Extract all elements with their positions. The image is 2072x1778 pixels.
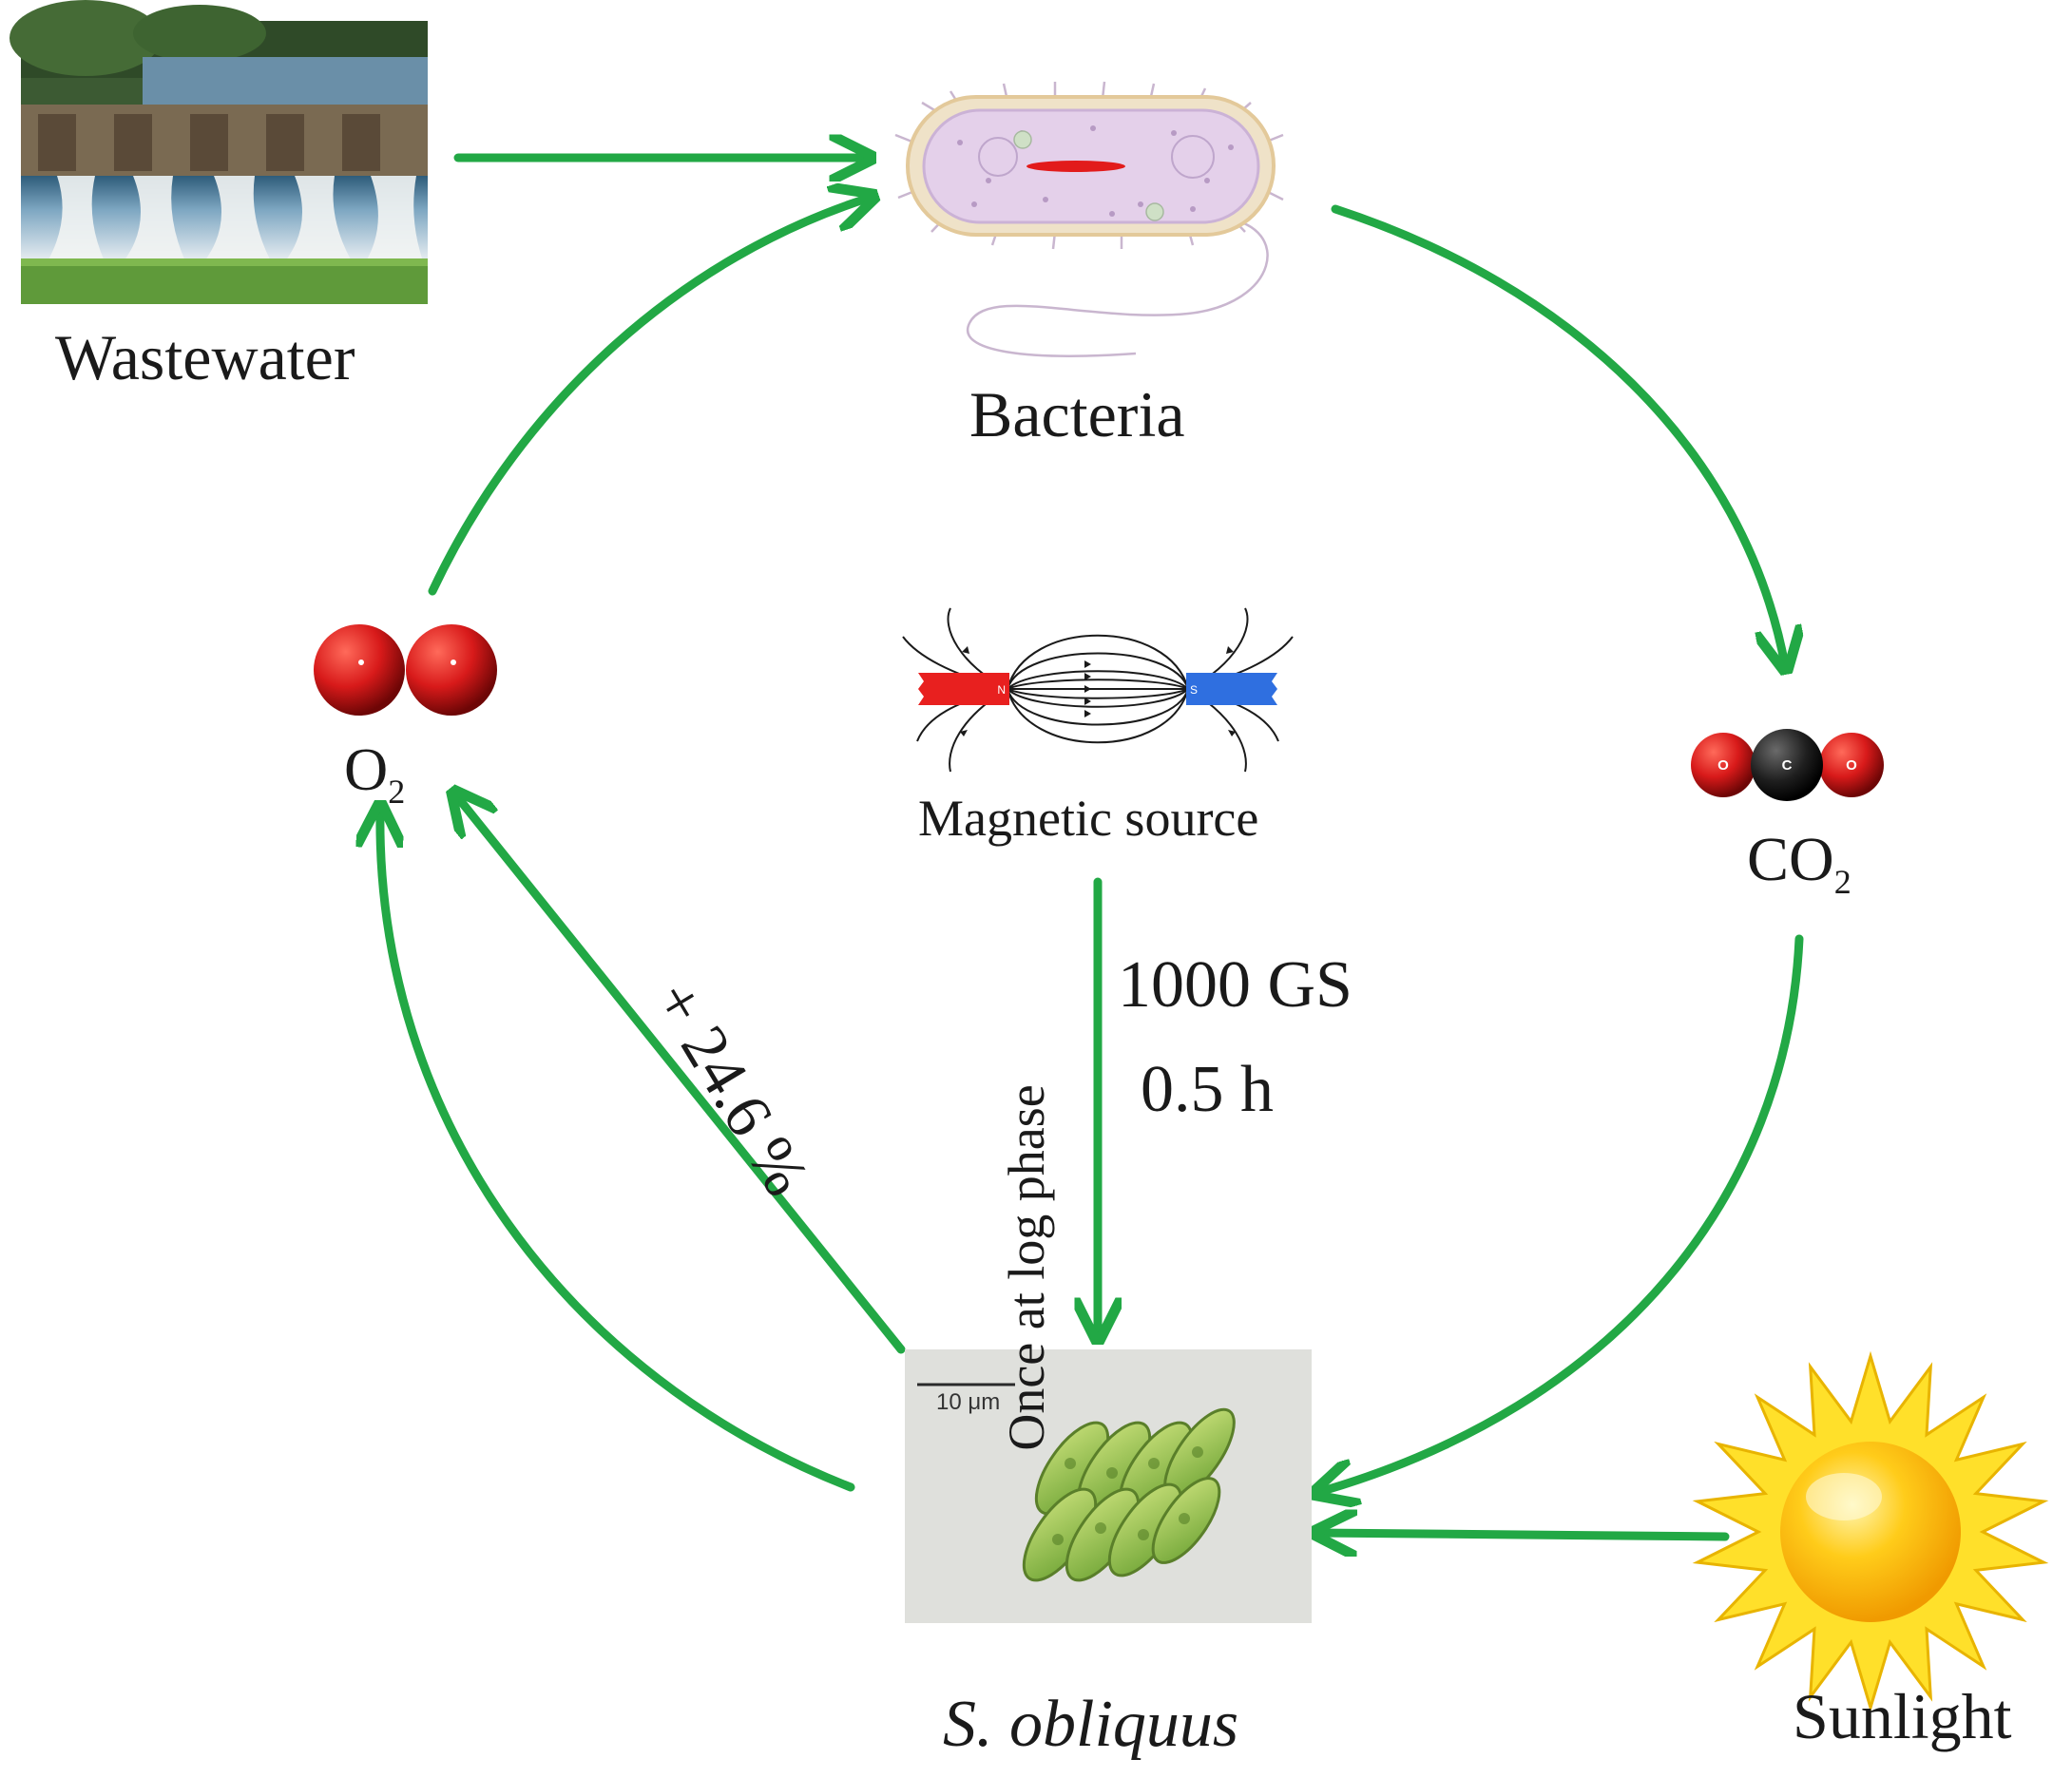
- magnet-north-pole-label: N: [997, 683, 1006, 697]
- o2-label-subscript: 2: [388, 772, 406, 811]
- oxygen-molecule-icon: [314, 624, 497, 716]
- magnet-south-pole-label: S: [1190, 683, 1198, 697]
- arrow-algae-to-o2-outer: [380, 810, 855, 1492]
- co2-carbon-letter: C: [1782, 757, 1793, 774]
- bar-magnet-field-icon: N S: [902, 607, 1294, 773]
- scale-bar-label: 10 μm: [936, 1389, 1001, 1415]
- sunlight-label: Sunlight: [1793, 1680, 2012, 1752]
- arrow-co2-to-algae: [1319, 934, 1804, 1492]
- timing-label: Once at log phase: [998, 1084, 1055, 1451]
- co2-oxygen-left-letter: O: [1717, 757, 1729, 774]
- arrow-sunlight-to-algae: [1319, 1533, 1730, 1537]
- field-strength-label: 1000 GS: [1118, 948, 1353, 1022]
- wastewater-photo: [10, 0, 428, 304]
- duration-label: 0.5 h: [1141, 1053, 1274, 1126]
- o2-label-main: O: [344, 736, 389, 803]
- arrow-algae-to-o2-increase: [456, 795, 906, 1354]
- arrow-o2-to-bacteria: [428, 198, 870, 596]
- bacteria-label: Bacteria: [969, 378, 1185, 450]
- magnetic-source-label: Magnetic source: [918, 790, 1259, 847]
- arrow-bacteria-to-co2: [1331, 204, 1785, 665]
- algae-label: S. obliquus: [943, 1688, 1239, 1761]
- carbon-dioxide-molecule-icon: O C O: [1691, 729, 1884, 801]
- sun-icon: [1692, 1350, 2049, 1713]
- co2-oxygen-right-letter: O: [1846, 757, 1857, 774]
- algae-micrograph: [905, 1349, 1312, 1623]
- co2-label: CO2: [1747, 829, 1851, 902]
- co2-label-subscript: 2: [1833, 863, 1851, 902]
- arrows: [380, 158, 1799, 1537]
- wastewater-label: Wastewater: [55, 321, 355, 393]
- co2-label-main: CO: [1747, 825, 1834, 894]
- bacteria-cell-icon: [894, 81, 1284, 357]
- o2-label: O2: [344, 739, 405, 809]
